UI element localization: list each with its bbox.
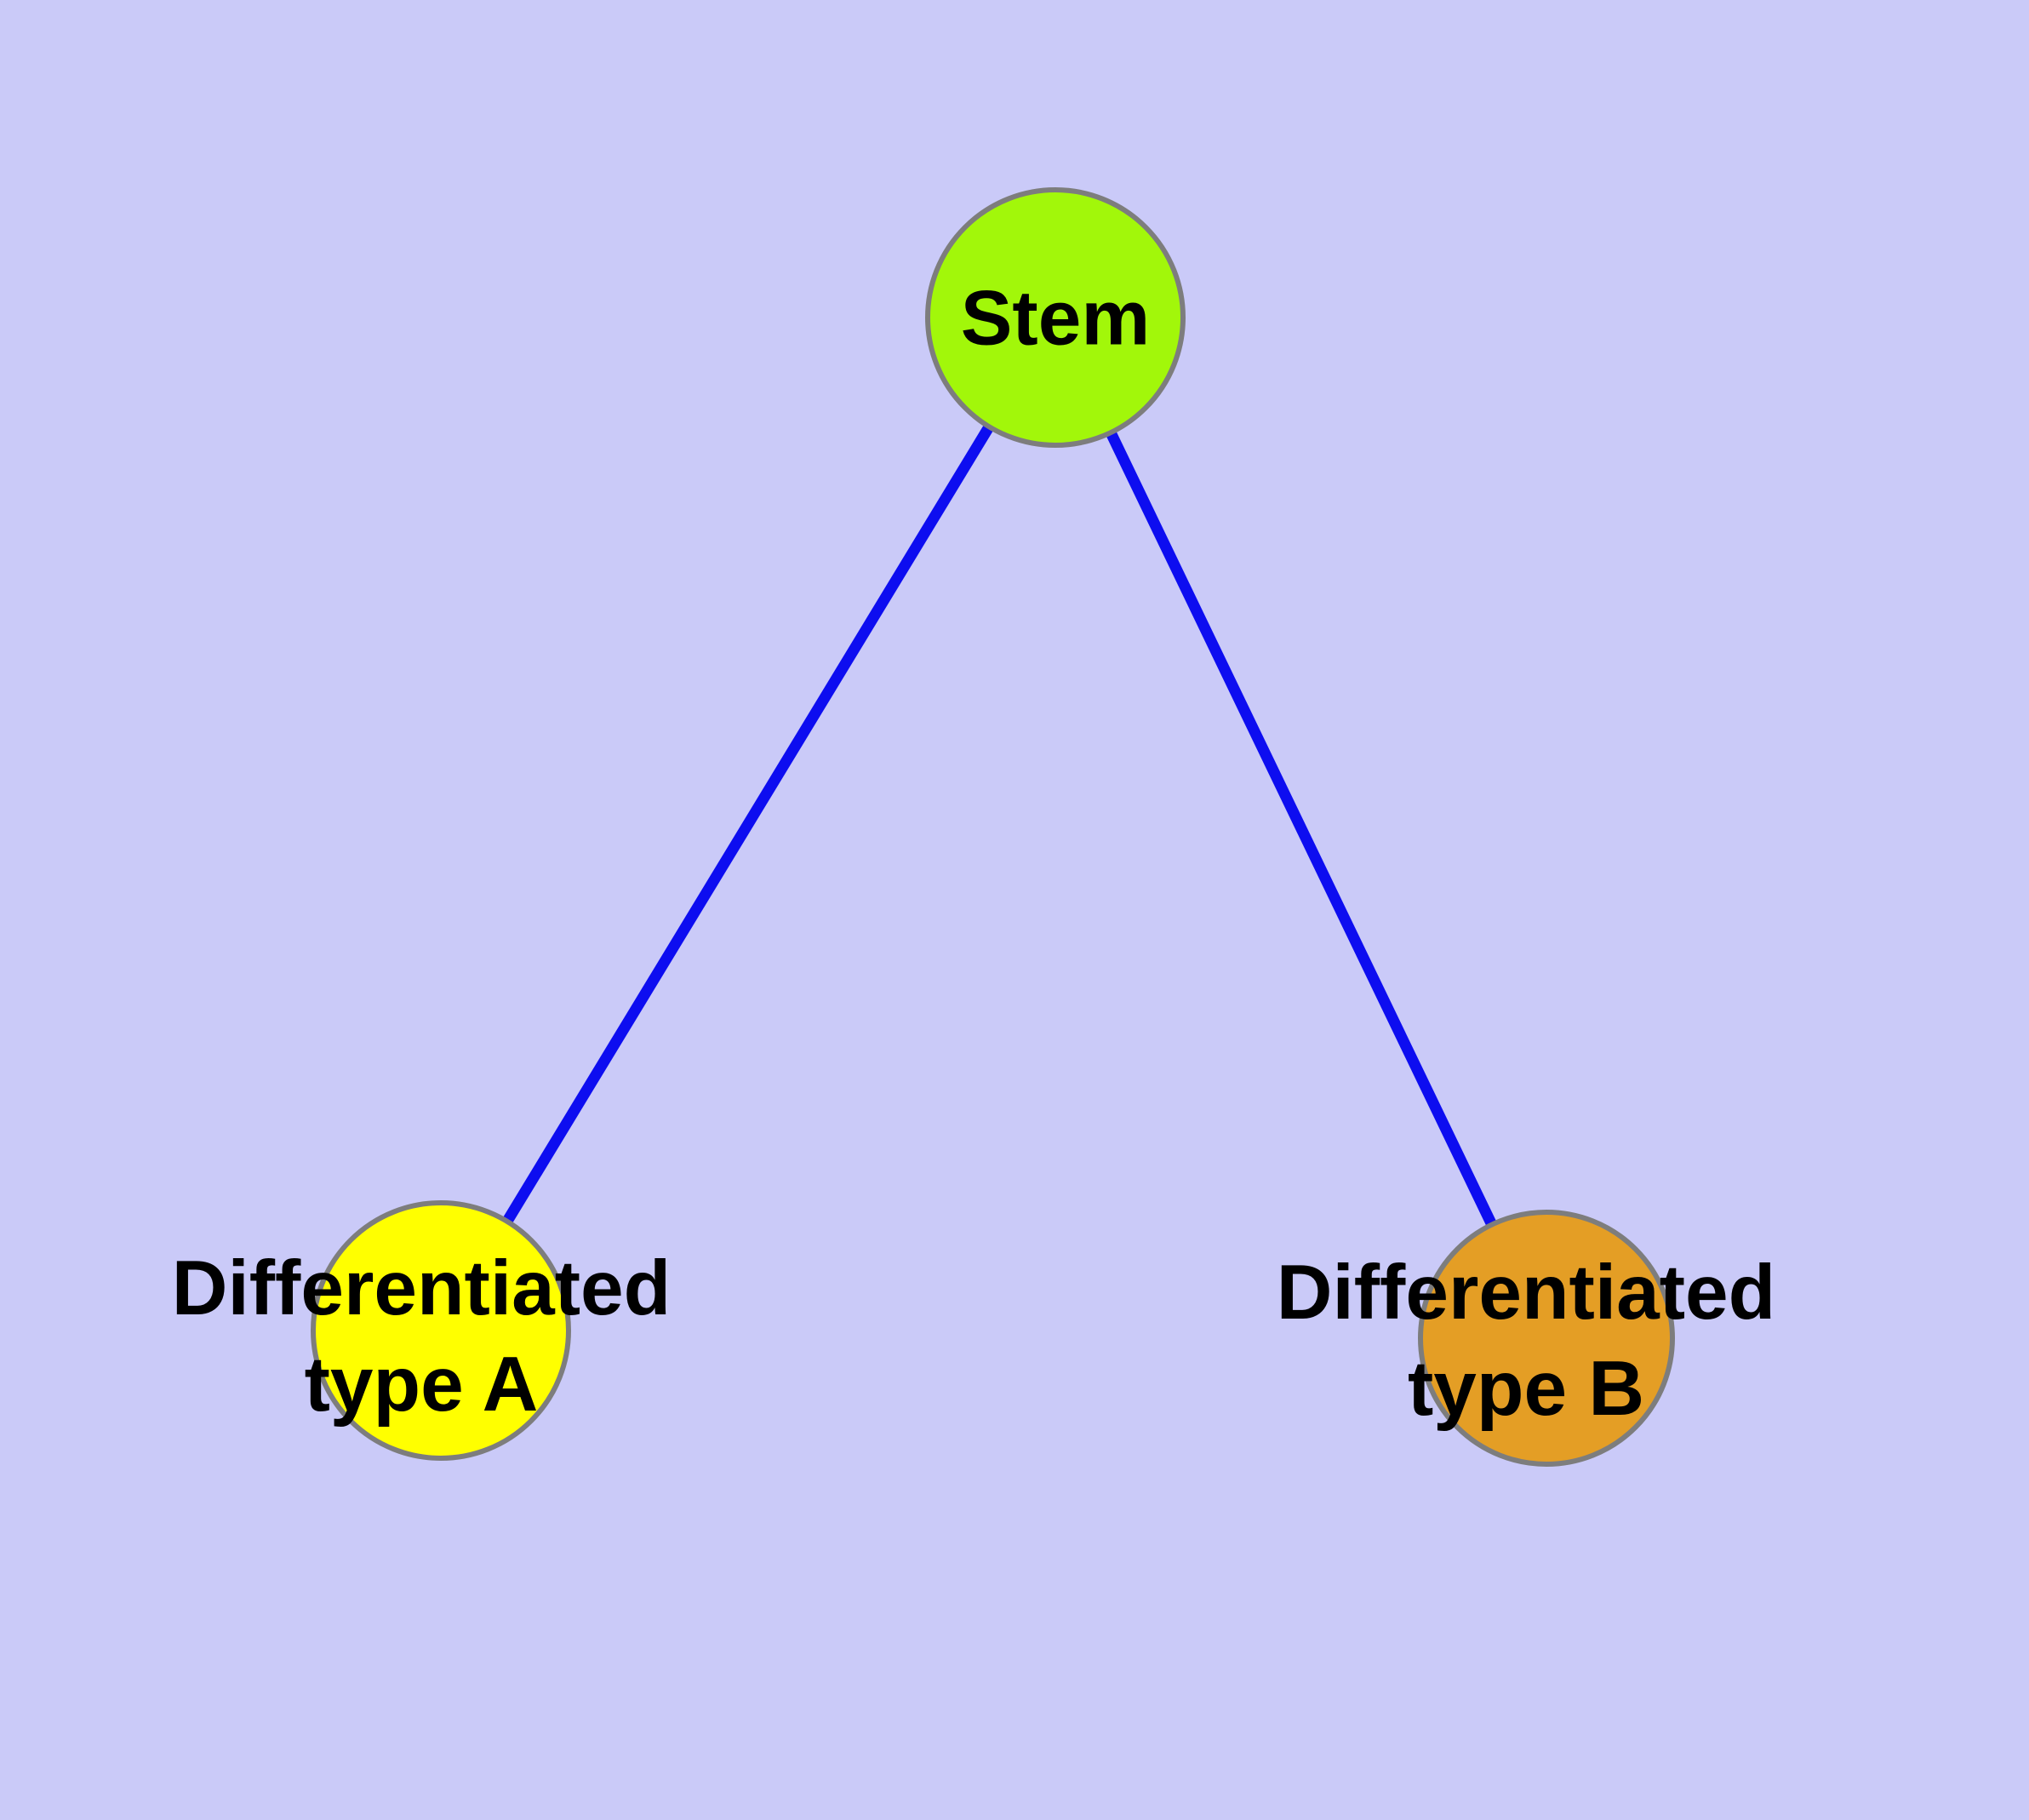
- node-differentiated-type-b-circle: [1418, 1210, 1675, 1467]
- node-stem-circle: [925, 187, 1186, 448]
- node-differentiated-type-a-circle: [311, 1200, 571, 1461]
- edge-stem-to-differentiated-type-a: [436, 314, 1060, 1334]
- edge-stem-to-differentiated-type-b: [1050, 315, 1552, 1341]
